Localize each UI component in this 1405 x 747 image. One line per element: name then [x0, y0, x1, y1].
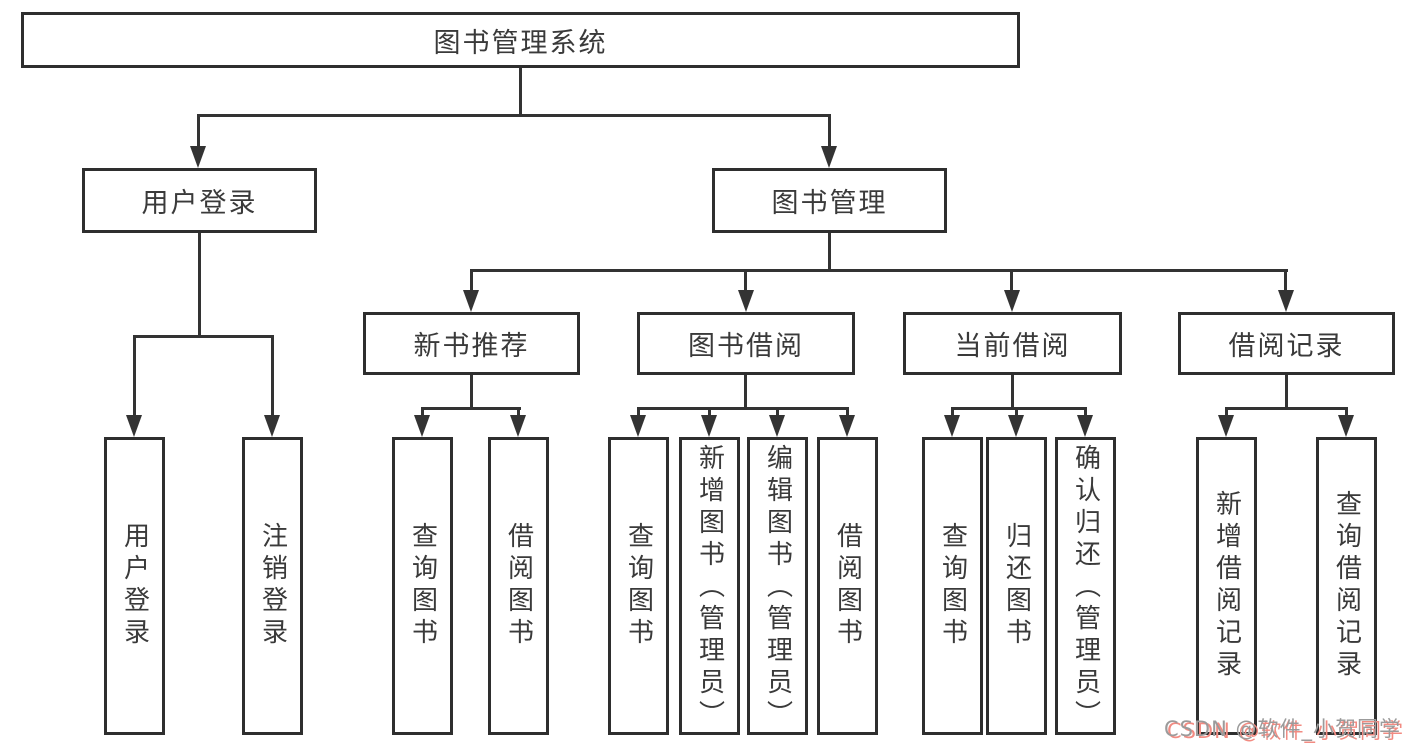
connector-records-split	[1225, 407, 1347, 410]
arrow-down-icon	[1338, 415, 1354, 437]
node-borrow-records: 借阅记录	[1178, 312, 1395, 375]
connector-current-trunk	[1011, 375, 1014, 409]
connector-records-trunk	[1285, 375, 1288, 409]
node-user-login: 用户登录	[82, 168, 317, 233]
leaf-query-books-current: 查询图书	[922, 437, 983, 735]
connector-leg-leaf	[1225, 407, 1228, 419]
node-new-book-recommend: 新书推荐	[363, 312, 580, 375]
arrow-down-icon	[1218, 415, 1234, 437]
leaf-add-book-admin: 新增图书（管理员）	[679, 437, 740, 735]
arrow-down-icon	[1004, 290, 1020, 312]
connector-leg-leaf	[776, 407, 779, 419]
watermark: CSDN @软件_小贺同学	[1163, 717, 1401, 741]
arrow-down-icon	[264, 415, 280, 437]
arrow-down-icon	[1077, 415, 1093, 437]
node-current-borrowing: 当前借阅	[903, 312, 1122, 375]
connector-leg-leaf	[951, 407, 954, 419]
arrow-down-icon	[190, 146, 206, 168]
arrow-down-icon	[701, 415, 717, 437]
arrow-down-icon	[630, 415, 646, 437]
arrow-down-icon	[414, 415, 430, 437]
connector-leg-leaf	[1084, 407, 1087, 419]
node-book-borrowing: 图书借阅	[637, 312, 855, 375]
connector-recommend-trunk	[470, 375, 473, 409]
connector-book-management-trunk	[828, 233, 831, 272]
connector-recommend-split	[421, 407, 521, 410]
arrow-down-icon	[821, 146, 837, 168]
arrow-down-icon	[510, 415, 526, 437]
leaf-edit-book-admin: 编辑图书（管理员）	[747, 437, 808, 735]
leaf-return-book: 归还图书	[986, 437, 1047, 735]
connector-leg-leaf	[1345, 407, 1348, 419]
connector-leg-leaf	[421, 407, 424, 419]
connector-leg-user-login	[197, 114, 200, 148]
arrow-down-icon	[1008, 415, 1024, 437]
node-book-management: 图书管理	[712, 168, 947, 233]
leaf-logout: 注销登录	[242, 437, 303, 735]
connector-leg-leaf	[846, 407, 849, 419]
connector-root-branch	[197, 114, 831, 117]
connector-leg-book-management	[828, 114, 831, 148]
leaf-borrow-books-borrowing: 借阅图书	[817, 437, 878, 735]
connector-borrowing-split	[637, 407, 849, 410]
connector-leg-leaf	[133, 335, 136, 417]
leaf-add-borrow-record: 新增借阅记录	[1196, 437, 1257, 735]
connector-leg-section	[470, 269, 473, 292]
connector-leg-leaf	[708, 407, 711, 419]
connector-leg-section	[1284, 269, 1287, 292]
connector-leg-section	[1010, 269, 1013, 292]
connector-leg-leaf	[271, 335, 274, 417]
arrow-down-icon	[944, 415, 960, 437]
node-root: 图书管理系统	[21, 12, 1020, 68]
connector-leg-leaf	[637, 407, 640, 419]
connector-borrowing-trunk	[744, 375, 747, 409]
leaf-confirm-return-admin: 确认归还（管理员）	[1055, 437, 1116, 735]
arrow-down-icon	[463, 290, 479, 312]
arrow-down-icon	[738, 290, 754, 312]
arrow-down-icon	[839, 415, 855, 437]
arrow-down-icon	[769, 415, 785, 437]
connector-leg-leaf	[517, 407, 520, 419]
connector-user-login-split	[133, 335, 274, 338]
connector-user-login-trunk	[198, 233, 201, 337]
leaf-query-books-recommend: 查询图书	[392, 437, 453, 735]
leaf-user-login: 用户登录	[104, 437, 165, 735]
connector-root-trunk	[519, 68, 522, 116]
connector-leg-leaf	[1015, 407, 1018, 419]
arrow-down-icon	[126, 415, 142, 437]
connector-current-split	[951, 407, 1087, 410]
leaf-query-borrow-record: 查询借阅记录	[1316, 437, 1377, 735]
leaf-query-books-borrowing: 查询图书	[608, 437, 669, 735]
leaf-borrow-books-recommend: 借阅图书	[488, 437, 549, 735]
connector-leg-section	[744, 269, 747, 292]
arrow-down-icon	[1278, 290, 1294, 312]
connector-book-management-branch	[470, 269, 1288, 272]
